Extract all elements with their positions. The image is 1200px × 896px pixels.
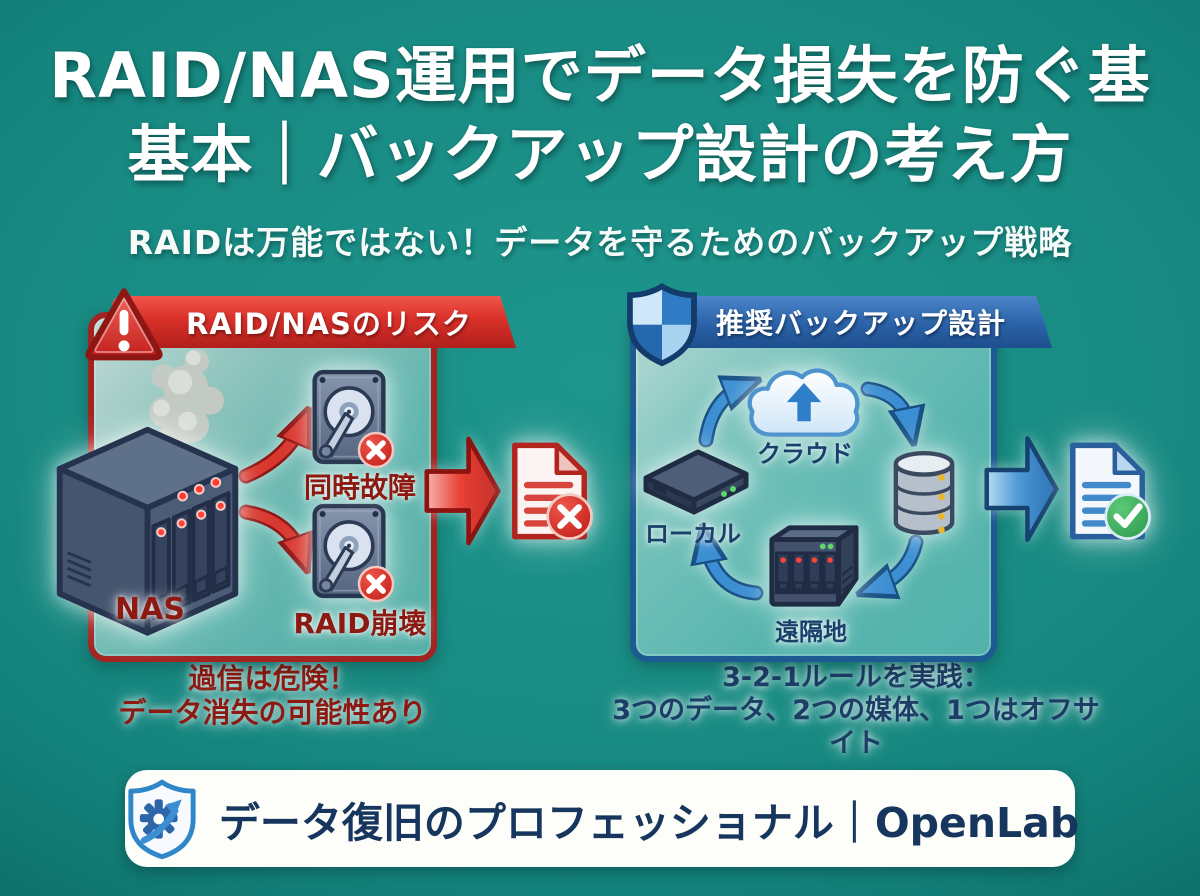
cloud-upload-icon bbox=[742, 360, 868, 448]
database-icon bbox=[890, 448, 958, 540]
backup-panel-header: 推奨バックアップ設計 bbox=[652, 296, 1052, 348]
risk-caption: 過信は危険！ データ消失の可能性あり bbox=[100, 662, 445, 729]
risk-panel-header: RAID/NASのリスク bbox=[112, 296, 516, 348]
title-line-1: RAID/NAS運用でデータ損失を防ぐ基 bbox=[49, 39, 1151, 112]
failure-label-simultaneous: 同時故障 bbox=[303, 471, 416, 504]
shield-icon bbox=[620, 280, 704, 368]
risk-result-arrow-icon bbox=[424, 428, 502, 554]
error-badge-icon bbox=[356, 564, 396, 604]
local-drive-icon bbox=[640, 442, 752, 518]
warning-triangle-icon bbox=[80, 282, 168, 364]
brand-shield-gear-icon bbox=[121, 778, 203, 860]
document-error-icon bbox=[502, 438, 597, 544]
footer-brand-text: データ復旧のプロフェッショナル｜OpenLab bbox=[218, 798, 1080, 847]
remote-nas-icon bbox=[762, 518, 860, 612]
failure-label-raid-collapse: RAID崩壊 bbox=[293, 607, 427, 640]
hdd-failure-icon-1 bbox=[312, 368, 386, 466]
backup-caption: 3-2-1ルールを実践： 3つのデータ、2つの媒体、1つはオフサイト bbox=[600, 662, 1112, 761]
backup-caption-line-1: 3-2-1ルールを実践： bbox=[722, 662, 990, 693]
risk-caption-line-1: 過信は危険！ bbox=[188, 662, 357, 695]
page-subtitle: RAIDは万能ではない！データを守るためのバックアップ戦略 bbox=[127, 223, 1073, 262]
cloud-label: クラウド bbox=[757, 440, 853, 468]
remote-label: 遠隔地 bbox=[775, 618, 847, 646]
backup-caption-line-2: 3つのデータ、2つの媒体、1つはオフサイト bbox=[612, 694, 1100, 759]
footer-bar: データ復旧のプロフェッショナル｜OpenLab bbox=[125, 770, 1079, 867]
error-badge-icon bbox=[356, 430, 396, 470]
nas-label: NAS bbox=[115, 592, 185, 627]
nas-device-icon bbox=[48, 400, 248, 640]
risk-header-label: RAID/NASのリスク bbox=[186, 307, 472, 341]
title-line-2: 基本｜バックアップ設計の考え方 bbox=[127, 118, 1073, 192]
local-label: ローカル bbox=[645, 520, 741, 548]
backup-result-arrow-icon bbox=[984, 428, 1060, 550]
backup-header-label: 推奨バックアップ設計 bbox=[716, 307, 1007, 340]
document-ok-icon bbox=[1060, 438, 1155, 544]
risk-caption-line-2: データ消失の可能性あり bbox=[118, 695, 427, 729]
page-title: RAID/NAS運用でデータ損失を防ぐ基 基本｜バックアップ設計の考え方 bbox=[0, 36, 1200, 195]
